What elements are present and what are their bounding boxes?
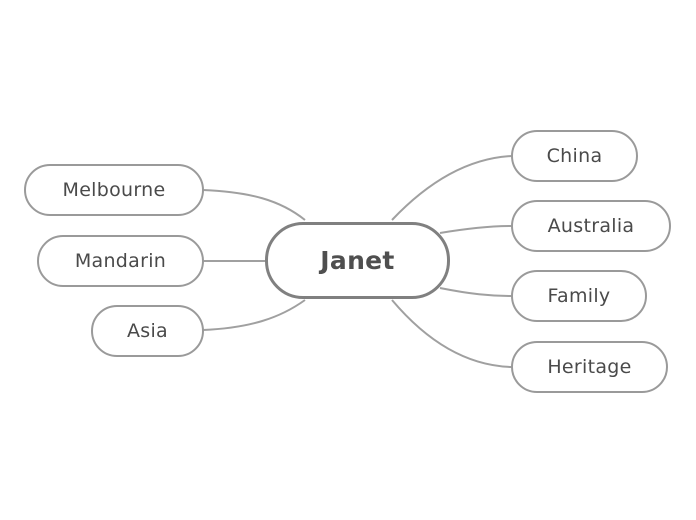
node-label: Heritage <box>547 356 632 378</box>
node-china[interactable]: China <box>511 130 638 182</box>
node-heritage[interactable]: Heritage <box>511 341 668 393</box>
node-label: Australia <box>547 215 635 237</box>
node-melbourne[interactable]: Melbourne <box>24 164 204 216</box>
connector-heritage <box>391 299 513 368</box>
connector-family <box>439 287 513 297</box>
central-node-label: Janet <box>320 246 395 275</box>
node-label: Family <box>547 285 611 307</box>
node-family[interactable]: Family <box>511 270 647 322</box>
node-australia[interactable]: Australia <box>511 200 671 252</box>
node-asia[interactable]: Asia <box>91 305 204 357</box>
node-mandarin[interactable]: Mandarin <box>37 235 204 287</box>
connector-australia <box>439 225 513 234</box>
node-label: Asia <box>126 320 169 342</box>
node-label: China <box>546 145 603 167</box>
node-label: Melbourne <box>62 179 166 201</box>
connector-melbourne <box>202 189 306 221</box>
connector-asia <box>202 299 306 331</box>
connector-china <box>391 155 513 221</box>
node-label: Mandarin <box>74 250 167 272</box>
central-node[interactable]: Janet <box>265 222 450 299</box>
